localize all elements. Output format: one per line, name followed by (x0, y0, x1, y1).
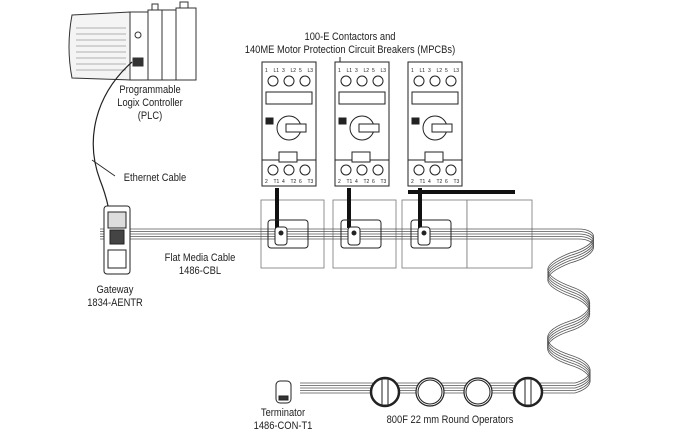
contactors-label-line1: 100-E Contactors and (304, 31, 396, 43)
flat-cable-label-line2: 1486-CBL (178, 265, 222, 277)
flat-cable-label-line1: Flat Media Cable (164, 252, 236, 264)
flat-cable-connector (410, 219, 452, 249)
gateway-label: Gateway 1834-AENTR (81, 284, 149, 310)
terminal-label: 6 (299, 179, 302, 185)
terminal-label: 2 (338, 179, 341, 185)
terminal-label: 3 (282, 68, 285, 74)
contactors-label: 100-E Contactors and 140ME Motor Protect… (240, 31, 461, 57)
terminal-label: 4 (355, 179, 358, 185)
flat-cable-connector (267, 219, 309, 249)
flat-media-cable (100, 228, 594, 394)
terminal-label: L3 (308, 68, 314, 74)
terminal-label: 3 (428, 68, 431, 74)
operators-label: 800F 22 mm Round Operators (386, 414, 514, 426)
terminal-label: L2 (437, 68, 443, 74)
ethernet-leader-line (91, 159, 116, 177)
terminal-label: T1 (274, 179, 280, 185)
terminal-label: T3 (381, 179, 387, 185)
plc-label-line3: (PLC) (137, 110, 163, 122)
terminal-label: 3 (355, 68, 358, 74)
plc-controller (68, 1, 197, 81)
ethernet-cable-label: Ethernet Cable (123, 172, 187, 184)
terminator-label: Terminator 1486-CON-T1 (249, 407, 317, 433)
terminal-label: L3 (454, 68, 460, 74)
round-operator-800f (369, 376, 401, 408)
terminal-label: 1 (338, 68, 341, 74)
terminal-label: T2 (291, 179, 297, 185)
terminal-label: T2 (364, 179, 370, 185)
terminal-label: L2 (291, 68, 297, 74)
terminal-label: 6 (372, 179, 375, 185)
terminal-label: 5 (445, 68, 448, 74)
round-operator-800f (463, 377, 493, 407)
plc-label-line2: Logix Controller (117, 97, 183, 109)
terminal-label: 2 (265, 179, 268, 185)
round-operator-800f (512, 376, 544, 408)
round-operator-800f (415, 377, 445, 407)
contactors-label-line2: 140ME Motor Protection Circuit Breakers … (244, 44, 456, 56)
terminal-label: T1 (420, 179, 426, 185)
terminator-label-line1: Terminator (260, 407, 306, 419)
terminal-label: 2 (411, 179, 414, 185)
terminal-label: L1 (420, 68, 426, 74)
terminal-label: L1 (347, 68, 353, 74)
terminator-label-line2: 1486-CON-T1 (253, 420, 313, 432)
terminal-label: T2 (437, 179, 443, 185)
terminal-label: 1 (411, 68, 414, 74)
terminal-label: T1 (347, 179, 353, 185)
terminal-label: 6 (445, 179, 448, 185)
terminal-label: 4 (428, 179, 431, 185)
terminal-label: T3 (308, 179, 314, 185)
gateway-1834-aentr (103, 205, 131, 275)
terminal-label: L2 (364, 68, 370, 74)
terminator-1486-con-t1 (275, 380, 292, 404)
gateway-label-line2: 1834-AENTR (87, 297, 143, 309)
flat-cable-label: Flat Media Cable 1486-CBL (158, 252, 243, 278)
terminal-label: T3 (454, 179, 460, 185)
terminal-label: 5 (299, 68, 302, 74)
plc-label-line1: Programmable (119, 84, 181, 96)
plc-label: Programmable Logix Controller (PLC) (103, 84, 197, 123)
gateway-label-line1: Gateway (96, 284, 134, 296)
terminal-label: L1 (274, 68, 280, 74)
terminal-label: 5 (372, 68, 375, 74)
flat-cable-connector (340, 219, 382, 249)
terminal-label: 4 (282, 179, 285, 185)
terminal-label: L3 (381, 68, 387, 74)
terminal-label: 1 (265, 68, 268, 74)
